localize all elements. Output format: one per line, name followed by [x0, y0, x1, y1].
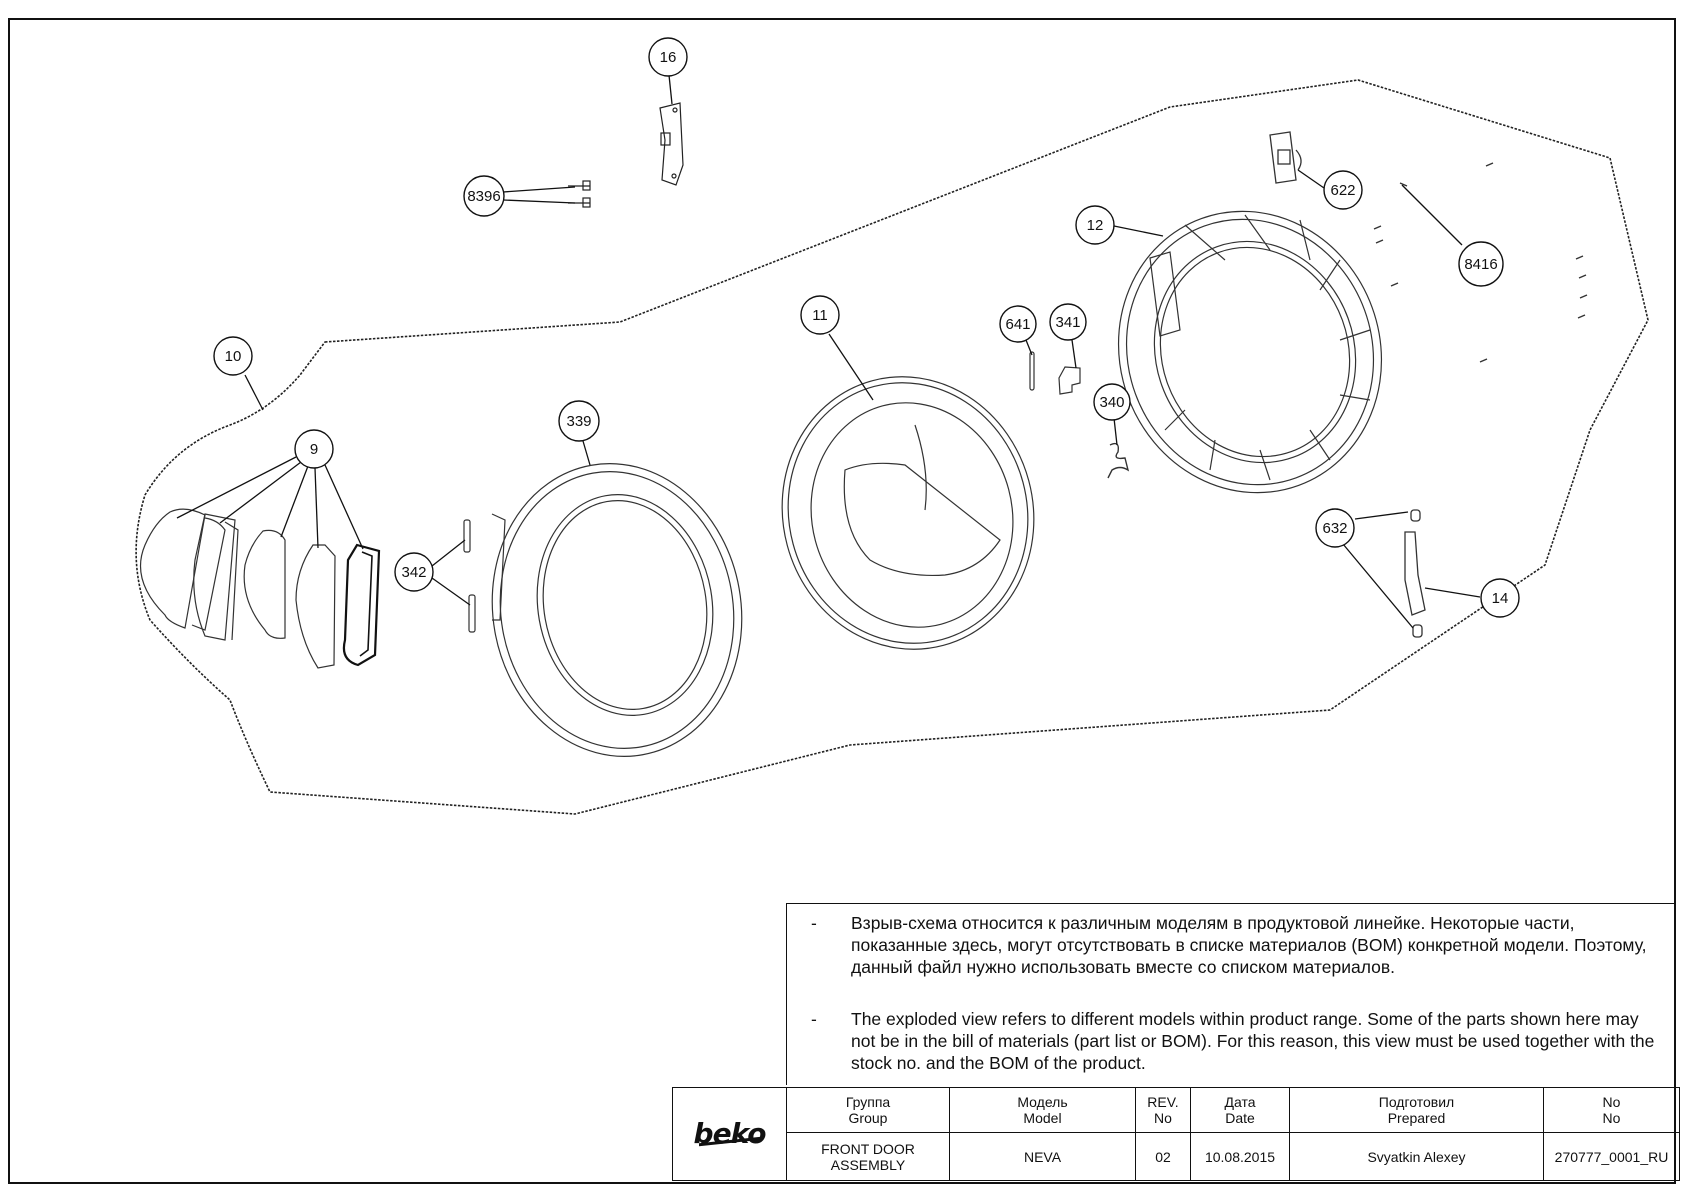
disclaimer-notes: - Взрыв-схема относится к различным моде…	[786, 903, 1676, 1085]
callout-622: 622	[1323, 170, 1363, 210]
header-rev: REV.No	[1135, 1087, 1191, 1133]
note-ru-text: Взрыв-схема относится к различным моделя…	[851, 913, 1647, 977]
callout-11: 11	[800, 295, 840, 335]
svg-text:342: 342	[401, 564, 426, 581]
callout-16: 16	[648, 37, 688, 77]
callout-14: 14	[1480, 578, 1520, 618]
door-catch-622-part	[1269, 131, 1302, 184]
value-prepared: Svyatkin Alexey	[1289, 1132, 1544, 1181]
hook-341-part	[1058, 366, 1081, 395]
inner-door-frame-part	[1117, 210, 1383, 494]
logo-cell: beko	[672, 1087, 787, 1181]
svg-text:11: 11	[812, 307, 828, 324]
value-no: 270777_0001_RU	[1543, 1132, 1680, 1181]
svg-text:12: 12	[1087, 217, 1104, 234]
callout-342: 342	[394, 552, 434, 592]
callout-12: 12	[1075, 205, 1115, 245]
spring-340-part	[1107, 442, 1130, 479]
hinge-plate-part	[659, 102, 684, 186]
svg-text:9: 9	[310, 441, 318, 458]
callout-10: 10	[213, 336, 253, 376]
svg-text:632: 632	[1322, 520, 1347, 537]
callout-641: 641	[999, 305, 1037, 343]
rod-641-part	[1029, 351, 1035, 391]
note-ru: - Взрыв-схема относится к различным моде…	[811, 912, 1665, 978]
svg-text:340: 340	[1099, 394, 1124, 411]
svg-text:339: 339	[566, 413, 591, 430]
svg-text:622: 622	[1330, 182, 1355, 199]
value-model: NEVA	[949, 1132, 1136, 1181]
callout-341: 341	[1049, 303, 1087, 341]
svg-text:8416: 8416	[1464, 256, 1497, 273]
svg-text:641: 641	[1005, 316, 1030, 333]
callout-340: 340	[1093, 383, 1131, 421]
hinge-arm-14-part	[1404, 509, 1426, 638]
door-glass-part	[781, 376, 1035, 650]
callout-632: 632	[1315, 508, 1355, 548]
note-en: - The exploded view refers to different …	[811, 1008, 1665, 1074]
callout-8396: 8396	[463, 175, 505, 217]
sheet-border	[8, 18, 1676, 1184]
callout-339: 339	[558, 400, 600, 442]
screws-8416-part	[1373, 162, 1588, 363]
pins-342-part	[463, 519, 476, 633]
outer-door-ring-part	[491, 463, 743, 757]
assembly-outline	[135, 79, 1649, 815]
value-rev: 02	[1135, 1132, 1191, 1181]
door-handles-part	[139, 508, 381, 669]
note-ru-dash: -	[811, 913, 817, 933]
note-en-text: The exploded view refers to different mo…	[851, 1009, 1655, 1073]
svg-text:8396: 8396	[467, 188, 500, 205]
value-date: 10.08.2015	[1190, 1132, 1290, 1181]
value-group: FRONT DOOR ASSEMBLY	[786, 1132, 950, 1181]
svg-text:10: 10	[225, 348, 242, 365]
leader-lines	[176, 74, 1481, 629]
note-en-dash: -	[811, 1009, 817, 1029]
svg-text:14: 14	[1492, 590, 1509, 607]
svg-text:16: 16	[660, 49, 677, 66]
callout-8416: 8416	[1458, 241, 1504, 287]
svg-text:341: 341	[1055, 314, 1080, 331]
callout-9: 9	[294, 429, 334, 469]
